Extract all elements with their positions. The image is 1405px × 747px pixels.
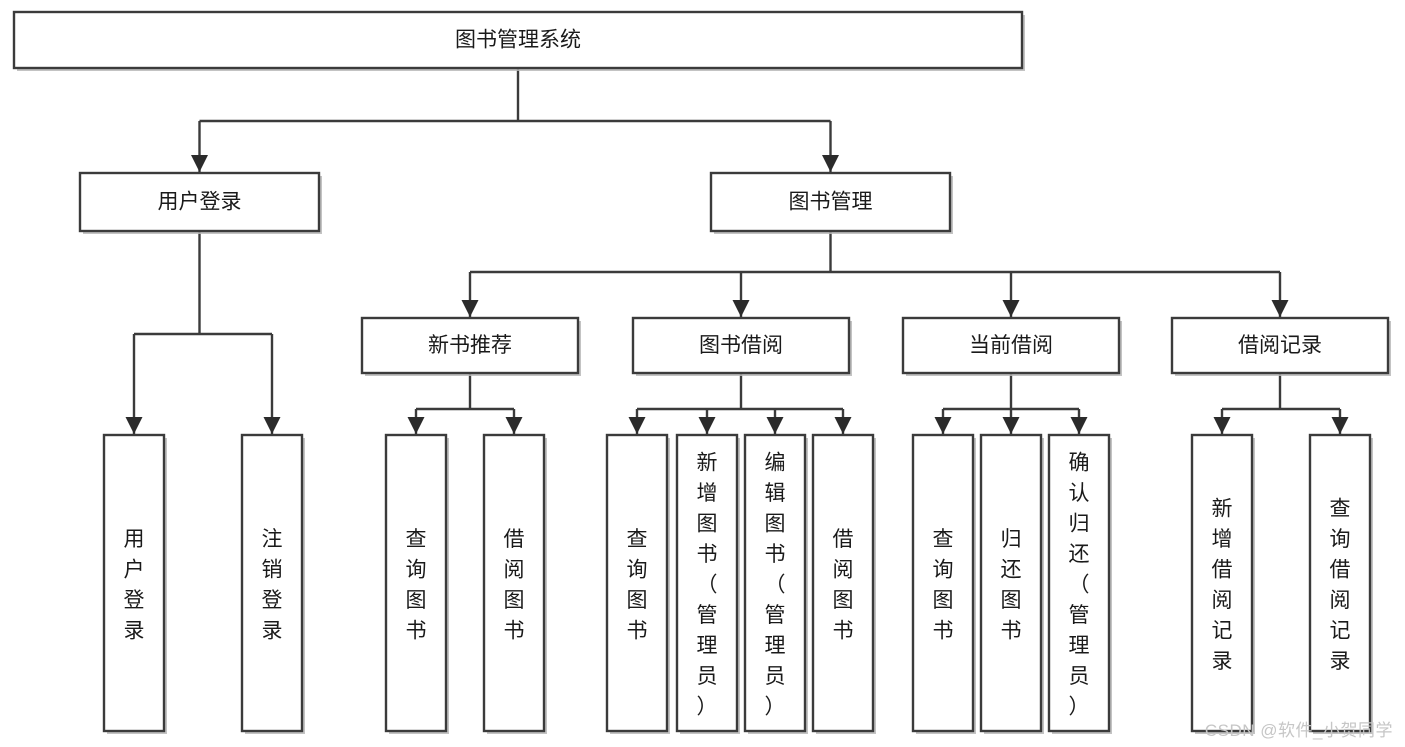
node-box[interactable] bbox=[240, 433, 304, 733]
node-label: 图书借阅 bbox=[699, 334, 783, 357]
arrow-head-icon bbox=[125, 417, 143, 434]
node-leaf-1[interactable]: 注销登录 bbox=[240, 433, 305, 734]
arrow-head-icon bbox=[191, 155, 208, 172]
node-box[interactable] bbox=[743, 433, 807, 733]
node-leaf-5[interactable]: 新增图书（管理员） bbox=[675, 433, 740, 734]
node-box[interactable] bbox=[675, 433, 739, 733]
node-box[interactable] bbox=[1308, 433, 1372, 733]
arrow-head-icon bbox=[1271, 300, 1289, 317]
arrow-head-icon bbox=[822, 155, 839, 172]
node-label-vertical: 查询图书 bbox=[627, 528, 648, 643]
node-leaf-10[interactable]: 确认归还（管理员） bbox=[1047, 433, 1112, 734]
node-box[interactable] bbox=[911, 433, 975, 733]
arrow-head-icon bbox=[628, 417, 646, 434]
node-leaf-8[interactable]: 查询图书 bbox=[911, 433, 976, 734]
arrow-head-icon bbox=[1002, 300, 1020, 317]
node-level2-1[interactable]: 图书管理 bbox=[709, 171, 953, 234]
arrow-head-icon bbox=[934, 417, 952, 434]
node-leaf-7[interactable]: 借阅图书 bbox=[811, 433, 876, 734]
node-label: 新书推荐 bbox=[428, 334, 512, 357]
node-label-vertical: 注销登录 bbox=[262, 528, 283, 643]
node-label: 借阅记录 bbox=[1238, 334, 1322, 357]
node-leaf-6[interactable]: 编辑图书（管理员） bbox=[743, 433, 808, 734]
node-label-vertical: 确认归还（管理员） bbox=[1069, 452, 1090, 719]
node-box[interactable] bbox=[979, 433, 1043, 733]
node-label: 用户登录 bbox=[158, 191, 242, 214]
node-box[interactable] bbox=[631, 316, 851, 375]
node-box[interactable] bbox=[709, 171, 952, 233]
node-level3-1[interactable]: 图书借阅 bbox=[631, 316, 852, 376]
node-box[interactable] bbox=[78, 171, 321, 233]
node-box[interactable] bbox=[901, 316, 1121, 375]
node-label: 图书管理系统 bbox=[455, 29, 581, 52]
arrow-head-icon bbox=[407, 417, 425, 434]
node-label-vertical: 归还图书 bbox=[1001, 528, 1022, 643]
node-label: 当前借阅 bbox=[969, 334, 1053, 357]
node-label-vertical: 新增图书（管理员） bbox=[697, 452, 718, 719]
node-box[interactable] bbox=[102, 433, 166, 733]
connector-layer bbox=[125, 68, 1349, 434]
arrow-head-icon bbox=[263, 417, 281, 434]
node-box[interactable] bbox=[811, 433, 875, 733]
node-root-0[interactable]: 图书管理系统 bbox=[12, 10, 1025, 71]
node-label-vertical: 编辑图书（管理员） bbox=[765, 452, 786, 719]
node-label-vertical: 查询借阅记录 bbox=[1330, 497, 1351, 673]
node-label-vertical: 用户登录 bbox=[124, 528, 145, 643]
arrow-head-icon bbox=[834, 417, 852, 434]
arrow-head-icon bbox=[732, 300, 750, 317]
node-leaf-0[interactable]: 用户登录 bbox=[102, 433, 167, 734]
node-leaf-12[interactable]: 查询借阅记录 bbox=[1308, 433, 1373, 734]
node-leaf-11[interactable]: 新增借阅记录 bbox=[1190, 433, 1255, 734]
arrow-head-icon bbox=[1070, 417, 1088, 434]
node-box[interactable] bbox=[360, 316, 580, 375]
node-box[interactable] bbox=[12, 10, 1024, 70]
node-box[interactable] bbox=[482, 433, 546, 733]
node-layer: 图书管理系统用户登录图书管理新书推荐图书借阅当前借阅借阅记录用户登录注销登录查询… bbox=[12, 10, 1391, 734]
node-label-vertical: 查询图书 bbox=[933, 528, 954, 643]
arrow-head-icon bbox=[766, 417, 784, 434]
node-box[interactable] bbox=[1170, 316, 1390, 375]
node-box[interactable] bbox=[384, 433, 448, 733]
arrow-head-icon bbox=[505, 417, 523, 434]
node-leaf-9[interactable]: 归还图书 bbox=[979, 433, 1044, 734]
node-label-vertical: 借阅图书 bbox=[504, 528, 525, 643]
arrow-head-icon bbox=[698, 417, 716, 434]
node-box[interactable] bbox=[1190, 433, 1254, 733]
node-box[interactable] bbox=[605, 433, 669, 733]
node-leaf-4[interactable]: 查询图书 bbox=[605, 433, 670, 734]
node-leaf-3[interactable]: 借阅图书 bbox=[482, 433, 547, 734]
arrow-head-icon bbox=[1213, 417, 1231, 434]
node-label-vertical: 借阅图书 bbox=[833, 528, 854, 643]
node-level3-2[interactable]: 当前借阅 bbox=[901, 316, 1122, 376]
node-level3-0[interactable]: 新书推荐 bbox=[360, 316, 581, 376]
node-leaf-2[interactable]: 查询图书 bbox=[384, 433, 449, 734]
arrow-head-icon bbox=[1002, 417, 1020, 434]
node-label-vertical: 查询图书 bbox=[406, 528, 427, 643]
arrow-head-icon bbox=[461, 300, 479, 317]
node-level3-3[interactable]: 借阅记录 bbox=[1170, 316, 1391, 376]
node-box[interactable] bbox=[1047, 433, 1111, 733]
arrow-head-icon bbox=[1331, 417, 1349, 434]
node-label: 图书管理 bbox=[789, 191, 873, 214]
node-level2-0[interactable]: 用户登录 bbox=[78, 171, 322, 234]
node-label-vertical: 新增借阅记录 bbox=[1212, 497, 1233, 673]
